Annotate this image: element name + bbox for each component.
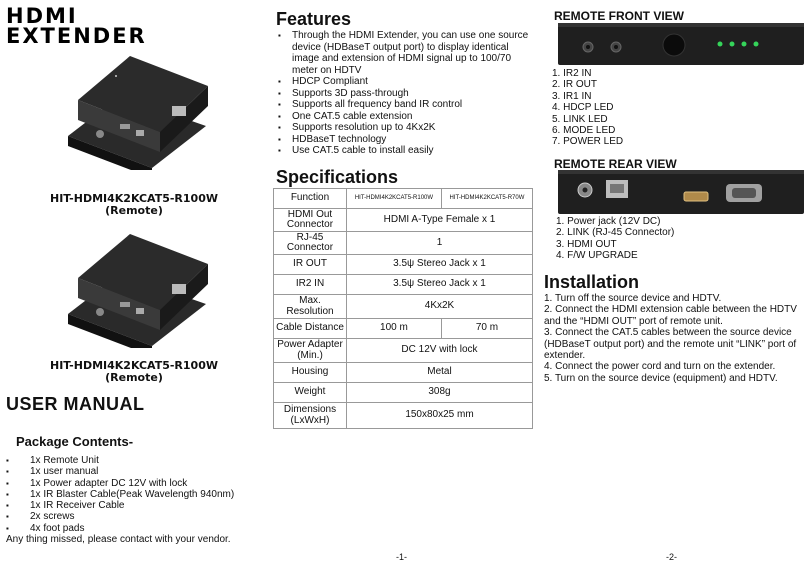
list-item: 6. MODE LED [552, 125, 616, 137]
list-item: 1. Power jack (12V DC) [556, 216, 661, 227]
list-item: One CAT.5 cable extension [278, 111, 534, 123]
list-item: 3. Connect the CAT.5 cables between the … [544, 327, 797, 362]
list-item: 5. Turn on the source device (equipment)… [544, 372, 778, 384]
list-item: 1x IR Receiver Cable [6, 500, 266, 512]
list-item: 7. POWER LED [552, 136, 624, 148]
remote-rear-panel-icon [558, 170, 804, 214]
table-row: Function HIT-HDMI4K2KCAT5-R100W HIT-HDMI… [273, 188, 534, 209]
list-item: 1x Remote Unit [6, 455, 266, 467]
list-item: 1x user manual [6, 466, 266, 478]
list-item: 1. IR2 IN [552, 68, 592, 79]
list-item: Use CAT.5 cable to install easily [278, 145, 534, 157]
package-contents-title: Package Contents- [16, 434, 134, 449]
remote-front-panel-icon [558, 23, 804, 65]
table-row: HDMI Out Connector HDMI A-Type Female x … [273, 208, 533, 232]
remote-rear-list: 1. Power jack (12V DC) 2. LINK (RJ-45 Co… [556, 216, 674, 262]
list-item: 2. Connect the HDMI extension cable betw… [544, 304, 797, 327]
table-row: Weight 308g [273, 382, 533, 403]
remote-front-title: REMOTE FRONT VIEW [554, 9, 684, 23]
list-item: 4. F/W UPGRADE [556, 250, 638, 262]
list-item: 2. IR OUT [552, 79, 598, 91]
list-item: Supports 3D pass-through [278, 88, 534, 100]
features-title: Features [276, 9, 352, 29]
list-item: Supports all frequency band IR control [278, 99, 534, 111]
specifications-table: Function HIT-HDMI4K2KCAT5-R100W HIT-HDMI… [273, 188, 534, 429]
list-item: 3. IR1 IN [552, 90, 592, 102]
list-item: 4x foot pads [6, 523, 266, 535]
list-item: 1x Power adapter DC 12V with lock [6, 478, 266, 490]
list-item: HDBaseT technology [278, 134, 534, 146]
installation-steps: 1. Turn off the source device and HDTV. … [544, 293, 802, 384]
list-item: 1. Turn off the source device and HDTV. [544, 293, 722, 304]
table-row: IR OUT 3.5ψ Stereo Jack x 1 [273, 254, 533, 275]
model-label-top: HIT-HDMI4K2KCAT5-R100W (Remote) [49, 192, 218, 217]
table-row: IR2 IN 3.5ψ Stereo Jack x 1 [273, 274, 533, 295]
list-item: 4. HDCP LED [552, 102, 614, 114]
table-row: Housing Metal [273, 362, 533, 383]
list-item: Supports resolution up to 4Kx2K [278, 122, 534, 134]
product-photo-icon [68, 56, 208, 170]
model-label-bottom: HIT-HDMI4K2KCAT5-R100W (Remote) [49, 359, 218, 384]
list-item: Through the HDMI Extender, you can use o… [278, 30, 534, 76]
remote-front-list: 1. IR2 IN 2. IR OUT 3. IR1 IN 4. HDCP LE… [552, 68, 623, 148]
package-contents-list: 1x Remote Unit 1x user manual 1x Power a… [6, 455, 266, 534]
installation-title: Installation [544, 272, 640, 292]
list-item: 3. HDMI OUT [556, 238, 617, 250]
remote-rear-title: REMOTE REAR VIEW [554, 157, 677, 171]
table-row: RJ-45 Connector 1 [273, 231, 533, 255]
page-number-right: -2- [666, 552, 677, 562]
list-item: 2. LINK (RJ-45 Connector) [556, 227, 675, 239]
specifications-title: Specifications [276, 167, 399, 187]
table-row: Cable Distance 100 m 70 m [273, 318, 534, 339]
list-item: HDCP Compliant [278, 76, 534, 88]
brand-title: HDMI EXTENDER [6, 4, 147, 48]
page-number-left: -1- [396, 552, 407, 562]
list-item: 1x IR Blaster Cable(Peak Wavelength 940n… [6, 489, 266, 501]
product-photo-icon [68, 234, 208, 348]
features-list: Through the HDMI Extender, you can use o… [278, 30, 534, 157]
list-item: 5. LINK LED [552, 113, 608, 125]
table-row: Power Adapter (Min.) DC 12V with lock [273, 338, 533, 363]
table-row: Dimensions (LxWxH) 150x80x25 mm [273, 402, 533, 429]
list-item: 4. Connect the power cord and turn on th… [544, 361, 776, 373]
user-manual-title: USER MANUAL [6, 394, 145, 414]
package-note: Any thing missed, please contact with yo… [6, 534, 231, 545]
table-row: Max. Resolution 4Kx2K [273, 294, 533, 319]
list-item: 2x screws [6, 511, 266, 523]
